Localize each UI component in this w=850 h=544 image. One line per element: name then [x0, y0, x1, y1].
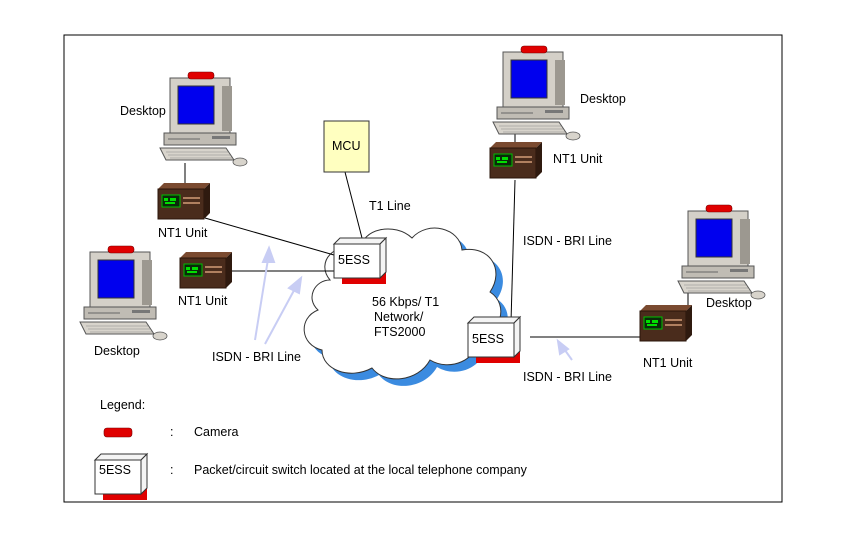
connection-lines	[184, 131, 689, 338]
nt1-unit-label: NT1 Unit	[643, 356, 693, 370]
legend-switch-box-label: 5ESS	[99, 463, 131, 477]
nt1-unit-icon	[179, 251, 233, 289]
desktop-computer-icon	[79, 245, 168, 341]
legend-colon: :	[170, 425, 174, 439]
nt1-unit-icon	[157, 182, 211, 220]
legend-title: Legend:	[100, 398, 146, 412]
desktop-computer-icon	[492, 45, 581, 141]
isdn-line-label: ISDN - BRI Line	[523, 370, 612, 384]
camera-icon	[103, 427, 133, 438]
desktop-computer-icon	[159, 71, 248, 167]
desktop-label: Desktop	[120, 104, 166, 118]
isdn-line-label: ISDN - BRI Line	[212, 350, 301, 364]
desktop-label: Desktop	[580, 92, 626, 106]
network-label-line3: FTS2000	[374, 325, 426, 339]
t1-line-label: T1 Line	[369, 199, 411, 213]
mcu-box	[323, 120, 370, 173]
nt1-unit-icon	[639, 304, 693, 342]
diagram-frame	[63, 34, 783, 503]
nt1-unit-label: NT1 Unit	[178, 294, 228, 308]
mcu-label: MCU	[332, 139, 361, 153]
isdn-arrows	[254, 245, 573, 361]
switch-label: 5ESS	[472, 332, 504, 346]
legend-camera-label: Camera	[194, 425, 239, 439]
network-label-line2: Network/	[374, 310, 424, 324]
isdn-line-label: ISDN - BRI Line	[523, 234, 612, 248]
legend-switch-description: Packet/circuit switch located at the loc…	[194, 463, 527, 477]
desktop-label: Desktop	[94, 344, 140, 358]
desktop-computer-icon	[677, 204, 766, 300]
desktop-label: Desktop	[706, 296, 752, 310]
switch-5ess-icon	[94, 453, 148, 501]
network-label-line1: 56 Kbps/ T1	[372, 295, 440, 309]
legend-colon: :	[170, 463, 174, 477]
nt1-unit-icon	[489, 141, 543, 179]
nt1-unit-label: NT1 Unit	[158, 226, 208, 240]
switch-label: 5ESS	[338, 253, 370, 267]
nt1-unit-label: NT1 Unit	[553, 152, 603, 166]
